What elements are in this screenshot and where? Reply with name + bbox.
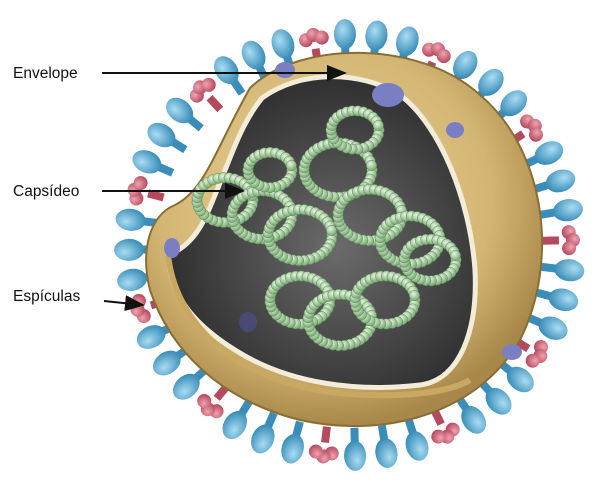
membrane-protein <box>239 312 257 332</box>
membrane-protein <box>275 62 295 78</box>
capsid-bead <box>450 250 460 260</box>
spike-red <box>543 225 581 256</box>
membrane-protein <box>372 83 404 107</box>
spike-blue <box>343 428 366 471</box>
label-spikes: Espículas <box>13 288 143 305</box>
capsid-bead <box>286 160 296 170</box>
spike-blue <box>278 419 310 466</box>
spike-blue <box>247 409 284 457</box>
spike-red <box>124 173 168 212</box>
spike-red <box>308 425 342 465</box>
label-spikes-text: Espículas <box>13 288 80 305</box>
membrane-protein <box>446 122 464 138</box>
capsid-bead <box>366 160 376 170</box>
spike-blue <box>398 416 432 464</box>
capsid-bead <box>326 225 336 235</box>
capsid-bead <box>409 290 419 300</box>
spike-blue <box>539 197 585 226</box>
spike-blue <box>371 424 400 470</box>
membrane-protein <box>164 238 180 258</box>
label-capsid-text: Capsídeo <box>13 183 79 200</box>
membrane-protein <box>502 344 522 360</box>
spike-blue <box>540 256 585 283</box>
spike-blue <box>129 146 177 183</box>
label-envelope-text: Envelope <box>13 65 78 82</box>
capsid-bead <box>373 120 383 130</box>
spike-blue <box>534 282 581 314</box>
